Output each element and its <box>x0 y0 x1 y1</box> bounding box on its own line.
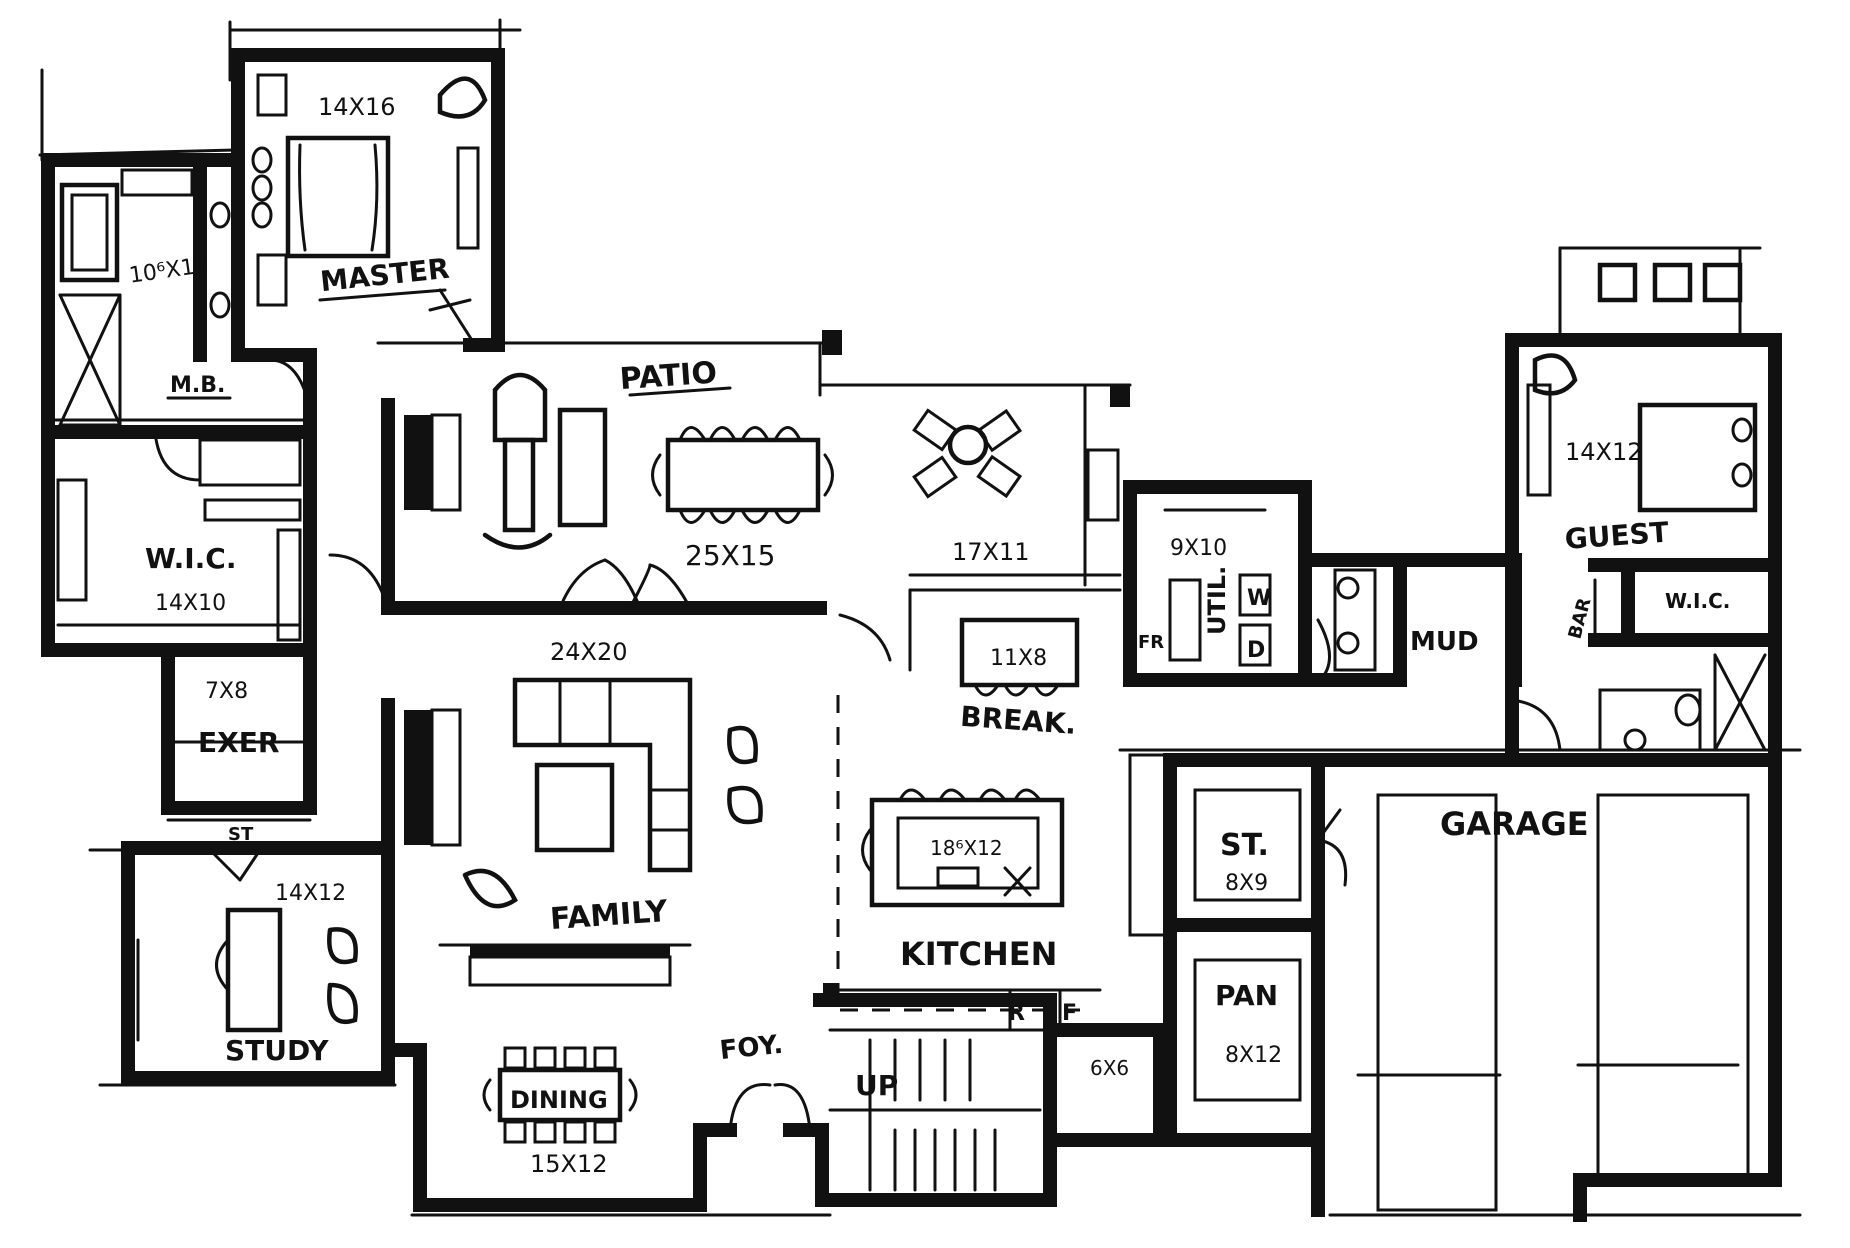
freezer-label-fr: FR <box>1138 632 1164 653</box>
room-name-exer: EXER <box>198 726 279 759</box>
family-furniture <box>404 677 763 987</box>
room-name-dining: DINING <box>510 1086 608 1114</box>
master-bed <box>251 73 488 347</box>
room-size-kitchen: 18⁶X12 <box>930 836 1003 860</box>
room-size-guest: 14X12 <box>1565 438 1643 466</box>
kitchen-island <box>861 788 1065 908</box>
master-wing-walls <box>38 18 522 1087</box>
room-name-mud: MUD <box>1410 627 1479 657</box>
room-labels: MASTER 14X16 10⁶X15 M.B. W.I.C. 14X10 7X… <box>128 93 1731 1178</box>
room-name-break: BREAK. <box>959 700 1077 741</box>
stair-up-label: UP <box>855 1069 898 1102</box>
master-bath-fixtures <box>59 168 312 412</box>
room-size-closet: 6X6 <box>1090 1056 1129 1080</box>
dining-table <box>482 1046 638 1144</box>
guest-wic-label: W.I.C. <box>1665 589 1730 613</box>
room-name-util: UTIL. <box>1203 566 1231 635</box>
room-size-patio-2: 17X11 <box>952 538 1030 566</box>
central-walls <box>328 341 1167 1217</box>
dryer-label: D <box>1247 638 1265 663</box>
room-size-dining: 15X12 <box>530 1150 608 1178</box>
room-name-wic: W.I.C. <box>145 542 236 575</box>
freezer-label-f: F <box>1062 1001 1077 1026</box>
room-size-break: 11X8 <box>990 646 1047 671</box>
room-name-guest: GUEST <box>1564 516 1670 556</box>
room-size-master: 14X16 <box>318 93 396 121</box>
patio-furniture <box>404 330 1130 550</box>
wic-fixtures <box>56 430 302 642</box>
room-size-family: 24X20 <box>550 638 628 666</box>
room-size-patio: 25X15 <box>685 539 775 572</box>
room-name-study: STUDY <box>225 1034 329 1067</box>
breakfast-nook <box>908 588 1080 697</box>
room-size-util: 9X10 <box>1170 536 1227 561</box>
room-size-pantry: 8X12 <box>1225 1043 1282 1068</box>
study-furniture <box>136 848 358 1042</box>
room-size-wic: 14X10 <box>155 591 226 616</box>
room-name-mb: M.B. <box>170 373 225 398</box>
room-name-hall-st: ST <box>228 824 254 845</box>
room-name-storage: ST. <box>1220 828 1269 863</box>
room-name-family: FAMILY <box>549 894 670 937</box>
room-name-foyer: FOY. <box>718 1030 784 1066</box>
room-size-exer: 7X8 <box>205 679 248 704</box>
fridge-label-r: R <box>1008 1001 1025 1026</box>
guest-wing-walls <box>1505 246 1782 762</box>
room-size-storage: 8X9 <box>1225 871 1268 896</box>
room-size-study: 14X12 <box>275 881 346 906</box>
room-name-kitchen: KITCHEN <box>900 935 1057 973</box>
room-name-garage: GARAGE <box>1440 805 1589 843</box>
stair-treads <box>893 1038 997 1192</box>
patio-table-chairs <box>678 426 802 524</box>
room-name-pantry: PAN <box>1215 979 1278 1012</box>
washer-label: W <box>1247 586 1271 611</box>
garage-walls <box>1118 748 1802 1222</box>
